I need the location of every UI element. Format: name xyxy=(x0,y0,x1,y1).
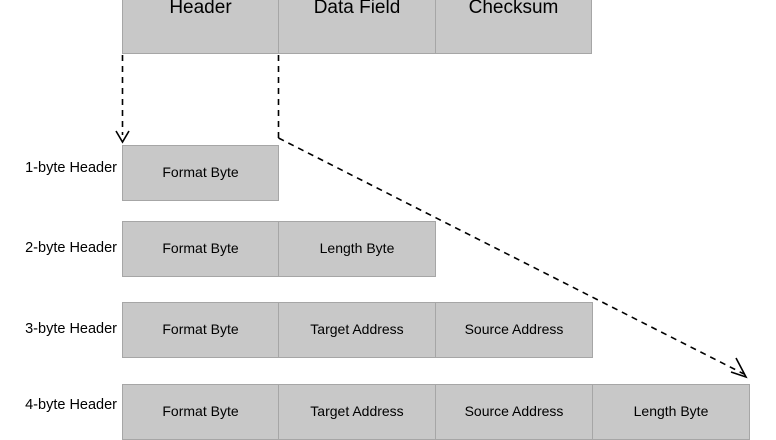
header-row-3-byte: Format Byte Target Address Source Addres… xyxy=(122,302,593,358)
packet-field-checksum: Checksum xyxy=(435,0,592,54)
header-cell-length-byte: Length Byte xyxy=(278,221,436,277)
header-cell-target-address: Target Address xyxy=(278,302,436,358)
packet-field-header-label: Header xyxy=(169,0,232,18)
header-cell-label: Target Address xyxy=(310,321,404,338)
row-label-3-byte-header: 3-byte Header xyxy=(25,321,117,337)
packet-structure-row: Header Data Field Checksum xyxy=(122,0,592,54)
header-cell-format-byte: Format Byte xyxy=(122,221,279,277)
header-cell-label: Format Byte xyxy=(162,164,239,181)
header-cell-source-address: Source Address xyxy=(435,302,593,358)
header-cell-label: Length Byte xyxy=(319,240,395,257)
header-cell-label: Length Byte xyxy=(633,403,709,420)
header-left-guide-arrowhead xyxy=(115,130,130,144)
packet-field-header: Header xyxy=(122,0,279,54)
row-label-1-byte-header: 1-byte Header xyxy=(25,160,117,176)
header-cell-source-address: Source Address xyxy=(435,384,593,440)
header-cell-label: Target Address xyxy=(310,403,404,420)
header-cell-format-byte: Format Byte xyxy=(122,302,279,358)
header-cell-label: Format Byte xyxy=(162,240,239,257)
header-cell-label: Format Byte xyxy=(162,321,239,338)
header-cell-format-byte: Format Byte xyxy=(122,145,279,201)
header-cell-label: Source Address xyxy=(464,403,564,420)
row-label-2-byte-header: 2-byte Header xyxy=(25,240,117,256)
header-row-4-byte: Format Byte Target Address Source Addres… xyxy=(122,384,750,440)
packet-field-data: Data Field xyxy=(278,0,436,54)
packet-field-data-label: Data Field xyxy=(313,0,401,18)
packet-header-diagram: Header Data Field Checksum 1-byte Header… xyxy=(25,0,750,440)
header-row-2-byte: Format Byte Length Byte xyxy=(122,221,436,277)
header-cell-length-byte: Length Byte xyxy=(592,384,750,440)
header-cell-label: Format Byte xyxy=(162,403,239,420)
header-row-1-byte: Format Byte xyxy=(122,145,279,201)
header-right-guide-arrowhead xyxy=(730,357,748,379)
row-label-4-byte-header: 4-byte Header xyxy=(25,397,117,413)
packet-field-checksum-label: Checksum xyxy=(468,0,559,18)
header-cell-label: Source Address xyxy=(464,321,564,338)
header-cell-format-byte: Format Byte xyxy=(122,384,279,440)
header-cell-target-address: Target Address xyxy=(278,384,436,440)
